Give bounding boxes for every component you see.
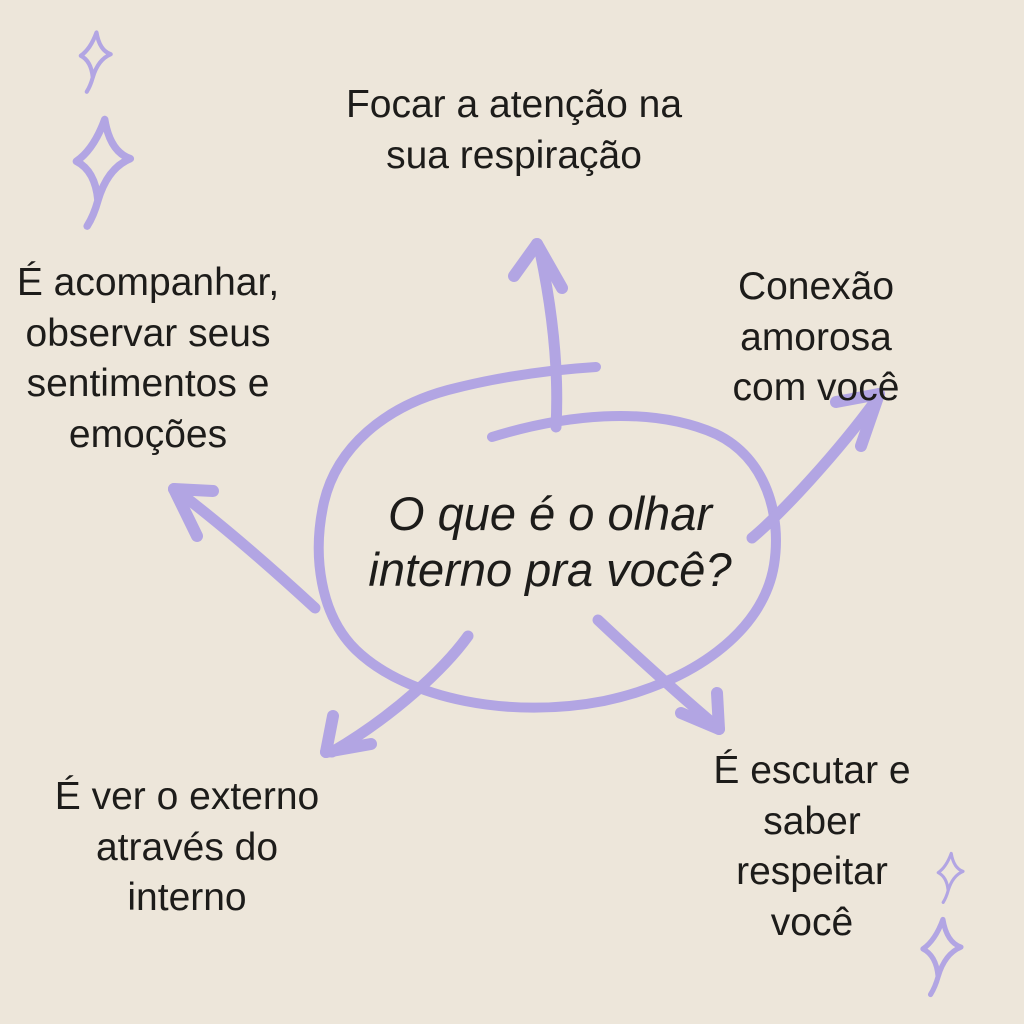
sparkle-bottom-right-small-icon bbox=[936, 851, 965, 904]
center-ellipse bbox=[313, 362, 781, 713]
sparkle-top-left-large-icon bbox=[76, 120, 130, 227]
branch-bottom-right: É escutar e saber respeitar você bbox=[713, 749, 911, 945]
branch-top: Focar a atenção na sua respiração bbox=[345, 83, 683, 177]
arrow-bottom-left bbox=[320, 630, 474, 758]
arrow-bottom-right bbox=[592, 614, 725, 735]
center-question: O que é o olhar interno pra você? bbox=[368, 487, 732, 597]
arrow-upper-right bbox=[746, 388, 885, 544]
sparkle-top-left-small-icon bbox=[81, 33, 111, 92]
arrow-up bbox=[508, 238, 568, 433]
arrow-left bbox=[168, 483, 321, 614]
sparkle-bottom-right-large-icon bbox=[923, 920, 961, 995]
branch-left: É acompanhar, observar seus sentimentos … bbox=[16, 261, 280, 457]
branch-right: Conexão amorosa com você bbox=[732, 265, 900, 410]
branch-bottom-left: É ver o externo através do interno bbox=[54, 775, 320, 920]
